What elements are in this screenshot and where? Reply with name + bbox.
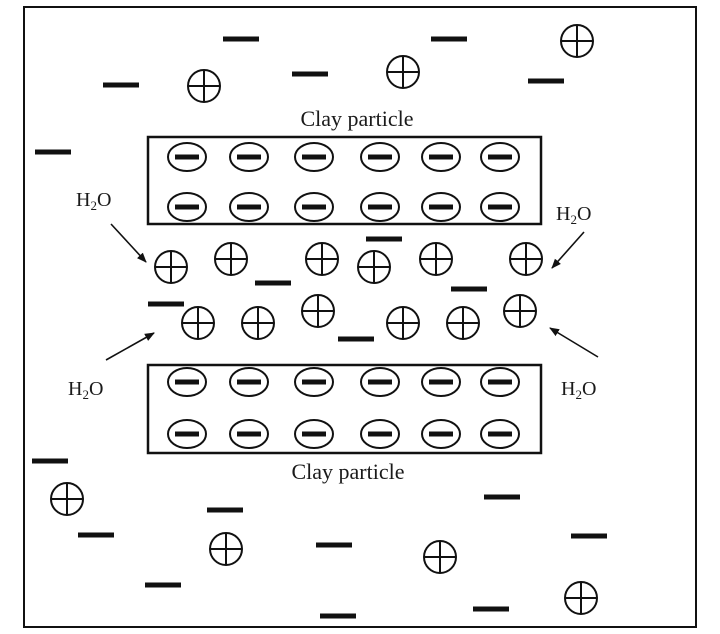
anion-minus-icon — [484, 494, 520, 500]
cation-plus-icon — [564, 581, 598, 615]
water-arrow-top-left — [110, 223, 147, 263]
anion-minus-icon — [366, 236, 402, 242]
anion-minus-icon — [78, 532, 114, 538]
cation-plus-icon — [241, 306, 275, 340]
anion-minus-icon — [103, 82, 139, 88]
surface-negative-charge — [480, 192, 520, 222]
surface-negative-charge — [480, 142, 520, 172]
surface-negative-charge — [294, 367, 334, 397]
anion-minus-icon — [320, 613, 356, 619]
cation-plus-icon — [50, 482, 84, 516]
surface-negative-charge — [360, 142, 400, 172]
surface-negative-charge — [360, 192, 400, 222]
free-ions — [32, 24, 607, 619]
cation-plus-icon — [209, 532, 243, 566]
surface-negative-charge — [421, 192, 461, 222]
clay-particle-top-label: Clay particle — [300, 106, 413, 131]
cation-plus-icon — [386, 306, 420, 340]
water-label-top-right: H2O — [556, 203, 591, 227]
cation-plus-icon — [503, 294, 537, 328]
anion-minus-icon — [431, 36, 467, 42]
cation-plus-icon — [305, 242, 339, 276]
cation-plus-icon — [419, 242, 453, 276]
anion-minus-icon — [223, 36, 259, 42]
water-arrow-top-right — [551, 231, 585, 269]
diagram-frame — [23, 6, 697, 628]
surface-negative-charge — [167, 142, 207, 172]
clay-particle-bottom-body — [146, 363, 543, 455]
cation-plus-icon — [154, 250, 188, 284]
water-label-top-left: H2O — [76, 189, 111, 213]
cation-plus-icon — [509, 242, 543, 276]
clay-particle-bottom — [146, 363, 543, 455]
anion-minus-icon — [451, 286, 487, 292]
cation-plus-icon — [214, 242, 248, 276]
surface-negative-charge — [167, 419, 207, 449]
water-arrow-bottom-left — [105, 332, 155, 361]
surface-negative-charge — [229, 419, 269, 449]
cation-plus-icon — [187, 69, 221, 103]
surface-negative-charge — [480, 367, 520, 397]
surface-negative-charge — [360, 367, 400, 397]
anion-minus-icon — [255, 280, 291, 286]
cation-plus-icon — [423, 540, 457, 574]
surface-negative-charge — [360, 419, 400, 449]
surface-negative-charge — [421, 367, 461, 397]
anion-minus-icon — [571, 533, 607, 539]
surface-negative-charge — [480, 419, 520, 449]
surface-negative-charge — [229, 142, 269, 172]
surface-negative-charge — [229, 367, 269, 397]
clay-particle-top — [146, 135, 543, 226]
anion-minus-icon — [528, 78, 564, 84]
water-label-bottom-right: H2O — [561, 378, 596, 402]
anion-minus-icon — [207, 507, 243, 513]
cation-plus-icon — [357, 250, 391, 284]
cation-plus-icon — [446, 306, 480, 340]
surface-negative-charge — [294, 419, 334, 449]
anion-minus-icon — [473, 606, 509, 612]
surface-negative-charge — [167, 367, 207, 397]
anion-minus-icon — [148, 301, 184, 307]
cation-plus-icon — [386, 55, 420, 89]
surface-negative-charge — [294, 142, 334, 172]
anion-minus-icon — [145, 582, 181, 588]
clay-particle-top-body — [146, 135, 543, 226]
surface-negative-charge — [229, 192, 269, 222]
anion-minus-icon — [292, 71, 328, 77]
anion-minus-icon — [338, 336, 374, 342]
cation-plus-icon — [560, 24, 594, 58]
surface-negative-charge — [421, 419, 461, 449]
anion-minus-icon — [35, 149, 71, 155]
surface-negative-charge — [294, 192, 334, 222]
cation-plus-icon — [301, 294, 335, 328]
anion-minus-icon — [32, 458, 68, 464]
clay-particle-bottom-label: Clay particle — [291, 459, 404, 484]
surface-negative-charge — [167, 192, 207, 222]
surface-negative-charge — [421, 142, 461, 172]
cation-plus-icon — [181, 306, 215, 340]
water-arrow-bottom-right — [549, 327, 599, 358]
anion-minus-icon — [316, 542, 352, 548]
water-label-bottom-left: H2O — [68, 378, 103, 402]
